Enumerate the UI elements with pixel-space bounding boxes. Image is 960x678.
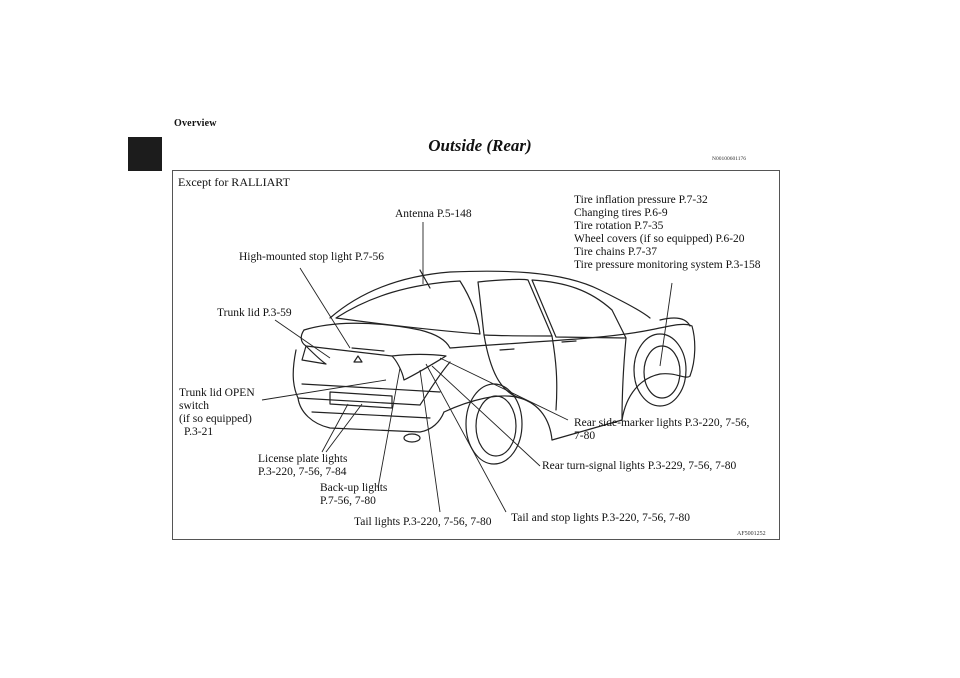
label-trunk-open-4: P.3-21: [184, 426, 214, 438]
label-tire-inflation: Tire inflation pressure P.7-32: [574, 194, 708, 206]
label-trunk-open-2: switch: [179, 400, 210, 412]
label-backup-2: P.7-56, 7-80: [320, 495, 376, 507]
label-backup-1: Back-up lights: [320, 482, 388, 494]
leader-high-mounted-stop: [299, 267, 351, 349]
label-tpms: Tire pressure monitoring system P.3-158: [574, 259, 761, 271]
label-tire-chains: Tire chains P.7-37: [574, 246, 657, 258]
leader-tail: [419, 369, 441, 513]
leader-backup: [377, 367, 401, 489]
leader-turn-signal: [431, 365, 541, 467]
label-antenna: Antenna P.5-148: [395, 208, 472, 220]
leader-license-a: [321, 403, 349, 453]
label-trunk-lid: Trunk lid P.3-59: [217, 307, 292, 319]
chapter-tab: [128, 137, 162, 171]
label-license-1: License plate lights: [258, 453, 348, 465]
label-tire-rotation: Tire rotation P.7-35: [574, 220, 664, 232]
figure-code: AF5001252: [737, 531, 766, 537]
document-code: N00100601176: [712, 156, 747, 162]
label-rear-turn-signal: Rear turn-signal lights P.3-229, 7-56, 7…: [542, 460, 737, 472]
leader-trunk-open: [261, 379, 387, 401]
label-changing-tires: Changing tires P.6-9: [574, 207, 668, 219]
leader-side-marker: [439, 357, 569, 421]
label-rear-side-marker-1: Rear side-marker lights P.3-220, 7-56,: [574, 417, 750, 429]
label-trunk-open-1: Trunk lid OPEN: [179, 387, 255, 399]
label-rear-side-marker-2: 7-80: [574, 430, 596, 442]
label-tail-stop-lights: Tail and stop lights P.3-220, 7-56, 7-80: [511, 512, 691, 524]
label-license-2: P.3-220, 7-56, 7-84: [258, 466, 347, 478]
label-tail-lights: Tail lights P.3-220, 7-56, 7-80: [354, 516, 492, 528]
figure-frame: [172, 170, 780, 540]
label-trunk-open-3: (if so equipped): [179, 413, 252, 425]
figure-variant-label: Except for RALLIART: [178, 175, 290, 189]
leader-tires: [659, 282, 673, 367]
leader-license-b: [325, 403, 363, 453]
leader-tail-stop: [425, 363, 507, 513]
leader-trunk-lid: [274, 319, 331, 359]
label-wheel-covers: Wheel covers (if so equipped) P.6-20: [574, 233, 745, 245]
label-high-mounted-stop: High-mounted stop light P.7-56: [239, 251, 385, 263]
page-title: Outside (Rear): [428, 136, 532, 155]
section-title: Overview: [174, 118, 217, 129]
